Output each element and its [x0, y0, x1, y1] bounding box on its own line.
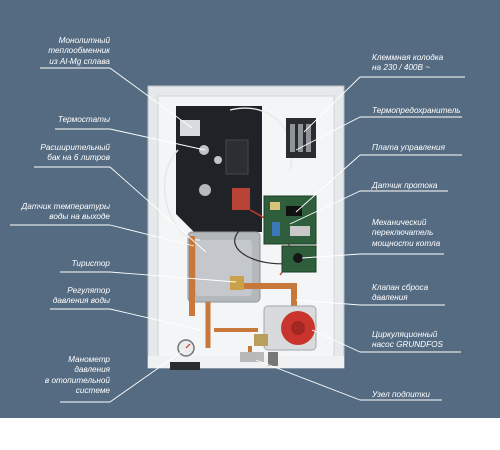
- label-relief-valve: Клапан сброса давления: [372, 283, 429, 303]
- leader-lines-left: [10, 67, 237, 403]
- terminal-screw: [290, 124, 295, 152]
- copper-pipe: [236, 283, 297, 312]
- label-monolithic-heat-exchanger: Монолитный теплообменник из Al-Mg сплава: [48, 36, 110, 66]
- label-pressure-gauge: Манометр давления в отопительной системе: [44, 355, 110, 396]
- board-component: [290, 226, 310, 236]
- label-flow-sensor: Датчик протока: [372, 181, 438, 190]
- thyristor-shape: [230, 276, 244, 290]
- board-component: [272, 222, 280, 236]
- label-outlet-temperature-sensor: Датчик температуры воды на выходе: [21, 202, 110, 222]
- circulation-pump-center: [291, 321, 305, 335]
- label-thermal-fuse: Термопредохранитель: [372, 106, 461, 115]
- board-component: [286, 206, 302, 216]
- power-switch-knob: [293, 253, 303, 263]
- pressure-gauge-needle: [185, 343, 191, 349]
- gauge-base: [170, 362, 200, 370]
- label-thyristor: Тиристор: [71, 259, 110, 268]
- label-water-pressure-regulator: Регулятор давления воды: [52, 286, 110, 306]
- feed-unit-shape: [240, 352, 264, 362]
- fuse-housing: [232, 188, 250, 210]
- terminal-screw: [306, 124, 311, 152]
- thermostat-knob: [199, 184, 211, 196]
- fitting: [268, 352, 278, 366]
- label-feed-unit: Узел подпитки: [372, 390, 430, 399]
- thermostat-knob: [214, 156, 222, 164]
- relief-valve-shape: [254, 334, 268, 346]
- label-power-switch: Механический переключатель мощности котл…: [372, 218, 441, 248]
- leader-lines-right: [255, 76, 465, 401]
- sensor-module: [225, 139, 249, 175]
- label-control-board: Плата управления: [372, 143, 445, 152]
- boiler-diagram: Монолитный теплообменник из Al-Mg сплава…: [0, 0, 500, 418]
- thermostat-bracket: [180, 120, 200, 136]
- terminal-screw: [298, 124, 303, 152]
- boiler-illustration: [10, 67, 465, 403]
- label-terminal-block: Клеммная колодка на 230 / 400В ~: [372, 53, 444, 73]
- board-component: [270, 202, 280, 210]
- label-thermostats: Термостаты: [57, 115, 110, 124]
- label-circulation-pump: Циркуляционный насос GRUNDFOS: [372, 330, 443, 350]
- label-expansion-tank: Расширительный бак на 6 литров: [40, 143, 110, 163]
